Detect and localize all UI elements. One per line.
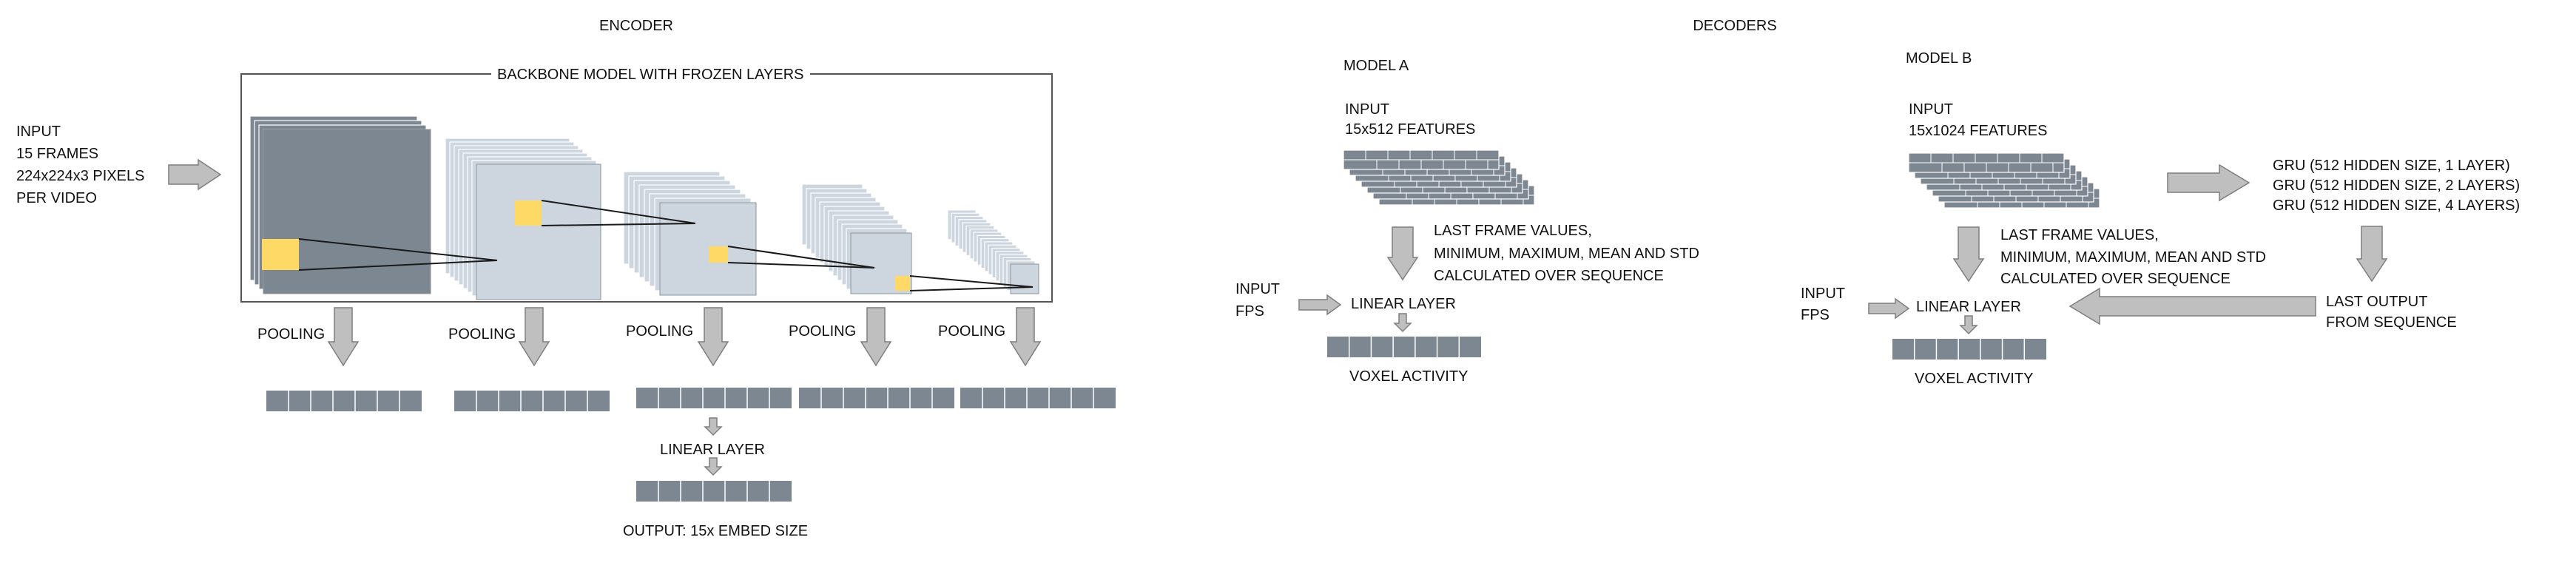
pooling-label-5: POOLING xyxy=(938,323,1006,340)
model-a-down-arrow xyxy=(1386,226,1419,281)
fps-arrow-a xyxy=(1298,294,1342,316)
pooling-label-2: POOLING xyxy=(448,326,516,343)
backbone-heading: BACKBONE MODEL WITH FROZEN LAYERS xyxy=(491,64,810,86)
pooling-arrow xyxy=(860,307,892,367)
receptive-field-line xyxy=(298,238,498,261)
model-b-input-line-2: 15x1024 FEATURES xyxy=(1909,123,2048,139)
gru-option-3: GRU (512 HIDDEN SIZE, 4 LAYERS) xyxy=(2273,198,2521,214)
model-a-voxel-activity: VOXEL ACTIVITY xyxy=(1349,368,1469,385)
input-feature-sheets xyxy=(1343,149,2100,209)
model-b-output-vector xyxy=(1892,339,2046,360)
pooling-arrow xyxy=(518,307,550,367)
gru-option-2: GRU (512 HIDDEN SIZE, 2 LAYERS) xyxy=(2273,178,2521,194)
model-b-heading: MODEL B xyxy=(1906,50,1972,67)
encoder-input-line-2: 15 FRAMES xyxy=(16,146,99,162)
pooled-vector xyxy=(266,391,422,411)
model-b-stats-line-2: MINIMUM, MAXIMUM, MEAN AND STD xyxy=(2000,249,2266,266)
decoders-heading: DECODERS xyxy=(1693,18,1777,34)
receptive-field-highlight xyxy=(895,276,910,291)
model-a-fps-line-2: FPS xyxy=(1235,303,1264,320)
pooled-vector xyxy=(799,388,954,408)
encoder-output: OUTPUT: 15x EMBED SIZE xyxy=(623,523,809,539)
input-arrow xyxy=(168,158,222,191)
pooled-vector xyxy=(960,388,1116,408)
encoder-input-line-4: PER VIDEO xyxy=(16,190,97,206)
flow-arrows xyxy=(168,158,2388,476)
receptive-field-line xyxy=(541,223,696,226)
last-output-arrow xyxy=(2068,287,2316,325)
pooling-arrow xyxy=(1009,307,1042,367)
small-down-arrow xyxy=(1393,313,1412,333)
pooling-arrow xyxy=(327,307,360,367)
encoder-input-line-1: INPUT xyxy=(16,124,61,140)
model-a-stats-line-1: LAST FRAME VALUES, xyxy=(1434,223,1592,239)
model-a-stats-line-3: CALCULATED OVER SEQUENCE xyxy=(1434,268,1664,284)
fps-arrow-b xyxy=(1868,297,1910,320)
model-b-input-line-1: INPUT xyxy=(1909,101,1953,118)
receptive-field-highlight xyxy=(709,246,728,263)
model-a-output-vector xyxy=(1327,337,1481,357)
feature-map-front xyxy=(659,202,757,296)
small-down-arrow xyxy=(1959,315,1978,335)
pooled-vector xyxy=(454,391,610,411)
encoder-output-vector xyxy=(636,481,792,502)
feature-map-front xyxy=(476,163,601,300)
gru-arrow xyxy=(2167,163,2250,202)
gru-option-1: GRU (512 HIDDEN SIZE, 1 LAYER) xyxy=(2273,158,2510,174)
receptive-field-line xyxy=(909,275,1034,288)
last-output-line-2: FROM SEQUENCE xyxy=(2326,314,2457,331)
model-b-voxel-activity: VOXEL ACTIVITY xyxy=(1915,371,2034,387)
receptive-field-line xyxy=(727,246,875,269)
model-a-input-line-1: INPUT xyxy=(1345,101,1389,118)
model-b-linear-layer: LINEAR LAYER xyxy=(1916,299,2021,315)
pooling-arrow xyxy=(697,307,729,367)
receptive-field-line xyxy=(541,200,696,224)
small-down-arrow xyxy=(704,457,723,476)
receptive-field-highlight xyxy=(515,200,542,226)
small-down-arrow xyxy=(704,417,723,436)
pooling-label-4: POOLING xyxy=(789,323,857,340)
receptive-field-highlight xyxy=(262,239,299,270)
feature-map-front xyxy=(850,232,912,294)
feature-map-front xyxy=(1010,263,1039,294)
receptive-field-line xyxy=(727,262,875,269)
receptive-field-line xyxy=(909,286,1034,291)
backbone-feature-stacks xyxy=(249,115,1039,300)
model-b-fps-line-2: FPS xyxy=(1801,307,1830,323)
encoder-heading: ENCODER xyxy=(599,18,674,34)
model-a-input-line-2: 15x512 FEATURES xyxy=(1345,121,1476,138)
gru-down-arrow xyxy=(2356,226,2388,283)
last-output-line-1: LAST OUTPUT xyxy=(2326,294,2428,310)
encoder-input-line-3: 224x224x3 PIXELS xyxy=(16,168,145,184)
model-a-fps-line-1: INPUT xyxy=(1235,281,1280,297)
model-a-stats-line-2: MINIMUM, MAXIMUM, MEAN AND STD xyxy=(1434,246,1699,262)
pooled-vector xyxy=(636,388,792,408)
encoder-linear-layer: LINEAR LAYER xyxy=(660,442,765,458)
receptive-field-lines xyxy=(298,200,1034,291)
receptive-field-line xyxy=(298,260,498,271)
model-b-down-arrow xyxy=(1952,226,1985,283)
model-b-stats-line-3: CALCULATED OVER SEQUENCE xyxy=(2000,271,2231,287)
model-a-linear-layer: LINEAR LAYER xyxy=(1351,296,1456,312)
model-b-fps-line-1: INPUT xyxy=(1801,286,1845,302)
model-a-heading: MODEL A xyxy=(1343,58,1409,74)
feature-vectors xyxy=(266,337,2046,502)
model-b-stats-line-1: LAST FRAME VALUES, xyxy=(2000,227,2159,243)
pooling-label-1: POOLING xyxy=(257,326,326,343)
pooling-label-3: POOLING xyxy=(626,323,694,340)
